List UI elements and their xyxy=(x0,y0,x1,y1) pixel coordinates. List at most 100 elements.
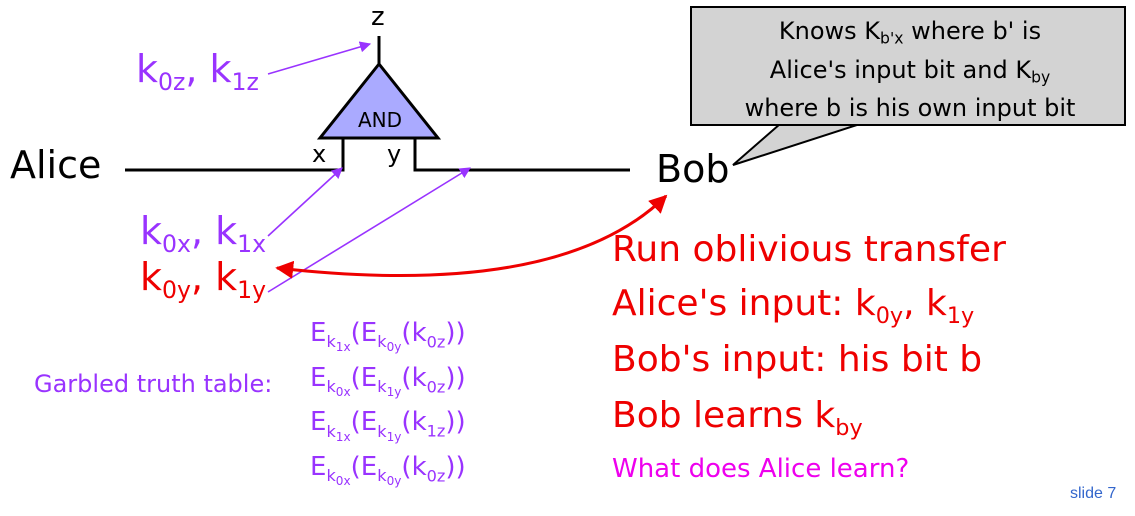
garbled-token: k1y xyxy=(377,421,402,444)
key-sep: , xyxy=(190,209,216,253)
garbled-token: E xyxy=(360,362,378,393)
garbled-token: k1x xyxy=(326,332,350,354)
garbled-label: Garbled truth table: xyxy=(34,370,273,398)
garbled-token: 1x xyxy=(335,429,351,444)
garbled-token: k xyxy=(411,318,427,348)
garbled-token: k0y xyxy=(377,466,401,488)
garbled-token: ( xyxy=(350,362,361,393)
garbled-token: )) xyxy=(445,318,466,348)
ot-line4-pre: Bob learns xyxy=(612,395,815,436)
ot-line1: Run oblivious transfer xyxy=(612,229,1006,270)
garbled-token: k xyxy=(377,466,387,486)
key-sub: 1y xyxy=(237,276,267,305)
garbled-token: ( xyxy=(350,318,361,348)
garbled-token: 0z xyxy=(426,466,446,486)
key-sep: , xyxy=(185,47,210,91)
garbled-token: )) xyxy=(445,362,466,393)
bubble-line1-post: where b' is xyxy=(903,17,1042,45)
key-k: k xyxy=(215,209,238,253)
garbled-token: 1x xyxy=(335,340,351,355)
bubble-line2: Alice's input bit and K xyxy=(769,55,1032,84)
garbled-token: k xyxy=(326,332,336,352)
garbled-token: 0y xyxy=(386,340,402,355)
garbled-token: E xyxy=(360,318,378,348)
garbled-token: ( xyxy=(401,318,412,348)
key-sep: , xyxy=(190,255,216,299)
garbled-token: 0z xyxy=(426,332,446,352)
garbled-token: k xyxy=(411,362,427,393)
garbled-token: k0y xyxy=(377,332,401,354)
garbled-token: k xyxy=(377,332,387,352)
garbled-token: E xyxy=(360,451,378,482)
wire-x xyxy=(125,138,345,172)
gate-label: AND xyxy=(358,108,403,132)
garbled-token: 0x xyxy=(335,385,351,400)
keys-x: k0x, k1x xyxy=(140,212,266,257)
garbled-token: k xyxy=(326,377,336,397)
key-k: k xyxy=(209,47,232,91)
garbled-token: ( xyxy=(350,407,361,438)
party-bob: Bob xyxy=(656,147,730,191)
garbled-token: )) xyxy=(445,451,466,482)
ot-line2-sub0: 0y xyxy=(875,302,904,329)
ot-line2-sep: , xyxy=(903,283,926,324)
wire-label-y: y xyxy=(387,140,402,168)
wire-label-z: z xyxy=(371,2,385,32)
bubble-line2-sub: by xyxy=(1031,68,1051,87)
keys-y: k0y, k1y xyxy=(140,258,266,303)
garbled-token: 1y xyxy=(386,385,402,400)
garbled-token: E xyxy=(310,407,327,438)
garbled-token: k0x xyxy=(326,466,350,488)
wire-label-x: x xyxy=(312,140,327,168)
party-alice: Alice xyxy=(10,143,102,187)
key-k: k xyxy=(140,255,163,299)
garbled-token: k xyxy=(326,421,336,441)
garbled-token: E xyxy=(360,407,378,438)
ot-line2-sub1: 1y xyxy=(946,302,975,329)
key-sub: 0z xyxy=(158,68,186,97)
garbled-row: Ek0x(Ek1y(k0z)) xyxy=(310,363,466,408)
wire-y xyxy=(413,138,630,172)
bubble-tail xyxy=(732,123,861,166)
garbled-token: k xyxy=(377,377,387,397)
garbled-row: Ek1x(Ek1y(k1z)) xyxy=(310,407,466,452)
garbled-token: )) xyxy=(445,407,466,438)
arrow-kz-to-z xyxy=(267,41,372,75)
garbled-row: Ek1x(Ek0y(k0z)) xyxy=(310,318,466,363)
garbled-token: ( xyxy=(401,451,412,482)
garbled-token: E xyxy=(310,451,327,482)
ot-line4-k: k xyxy=(814,395,836,436)
key-sub: 1z xyxy=(231,68,259,97)
ot-line2: Alice's input: k0y, k1y xyxy=(612,286,974,327)
bubble-line1-sub: b'x xyxy=(880,29,904,48)
garbled-token: 1y xyxy=(386,429,402,444)
garbled-token: k xyxy=(377,421,387,441)
question: What does Alice learn? xyxy=(612,454,910,484)
bubble-text: Knows Kb'x where b' is Alice's input bit… xyxy=(702,16,1118,124)
key-k: k xyxy=(136,47,159,91)
ot-line2-k: k xyxy=(926,283,947,324)
bubble-line3: where b is his own input bit xyxy=(744,94,1076,123)
ot-line4: Bob learns kby xyxy=(612,398,863,439)
ot-arrow xyxy=(275,194,668,279)
garbled-token: 0z xyxy=(426,377,446,397)
garbled-token: ( xyxy=(350,451,361,482)
garbled-token: k1y xyxy=(377,377,402,400)
keys-z: k0z, k1z xyxy=(136,50,259,95)
arrow-kx-to-x xyxy=(267,167,343,237)
key-sub: 0x xyxy=(162,230,191,259)
garbled-token: k xyxy=(326,466,336,486)
bubble-line1-pre: Knows K xyxy=(778,17,881,45)
ot-line2-pre: Alice's input: xyxy=(612,283,855,324)
garbled-token: 0y xyxy=(386,474,402,489)
slide-number: slide 7 xyxy=(1070,485,1117,502)
garbled-token: 0x xyxy=(335,474,351,489)
speech-bubble xyxy=(690,6,1126,126)
garbled-token: E xyxy=(310,318,327,348)
garbled-token: k xyxy=(411,451,427,482)
garbled-rows: Ek1x(Ek0y(k0z))Ek0x(Ek1y(k0z))Ek1x(Ek1y(… xyxy=(310,318,466,497)
key-k: k xyxy=(140,209,163,253)
key-k: k xyxy=(215,255,238,299)
ot-line4-sub: by xyxy=(835,414,863,441)
